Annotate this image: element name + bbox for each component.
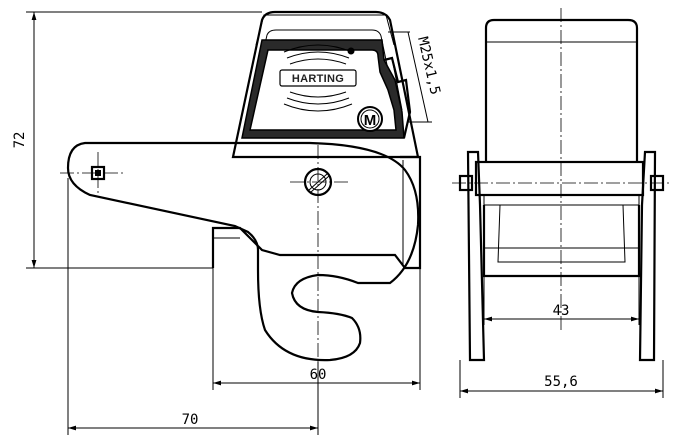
dim-70-label: 70 — [182, 412, 199, 428]
front-crossbar-lower — [483, 194, 640, 206]
lever-pin-center — [95, 170, 101, 176]
indicator-dot — [347, 47, 355, 55]
harting-logo: HARTING — [279, 44, 357, 112]
logo-arc-bottom-2 — [286, 97, 350, 105]
logo-text-box — [279, 69, 357, 87]
locking-lever — [66, 141, 420, 362]
m-badge-letter: M — [364, 112, 377, 129]
front-view — [452, 8, 672, 362]
front-right-lever — [638, 150, 657, 362]
cable-gland-edge — [391, 57, 403, 111]
logo-arc-bottom-1 — [289, 91, 347, 98]
housing-base — [211, 155, 422, 270]
dim-60: 60 — [212, 268, 421, 390]
logo-arc-top-3 — [289, 58, 347, 65]
hood-top-band — [255, 14, 395, 46]
brand-logo-text: HARTING — [292, 73, 344, 85]
side-view: HARTING M — [60, 10, 422, 362]
front-lower-housing — [482, 205, 641, 278]
hood-inner-panel — [243, 29, 403, 138]
logo-arc-top-1 — [283, 44, 353, 53]
thread-dim-line — [407, 31, 429, 123]
dim-70: 70 — [67, 178, 319, 435]
logo-arc-bottom-3 — [283, 103, 353, 112]
dim-72-label: 72 — [12, 132, 28, 149]
dim-55-6: 55,6 — [459, 360, 664, 398]
dim-72: 72 — [12, 11, 262, 269]
thread-size-label: M25x1,5 — [414, 35, 443, 96]
dim-55-6-label: 55,6 — [544, 374, 578, 390]
logo-arc-top-2 — [286, 51, 350, 59]
pivot-screw-slot-2 — [310, 175, 330, 193]
dim-43-label: 43 — [553, 303, 570, 319]
cable-gland-steps — [383, 56, 412, 139]
dim-43: 43 — [483, 276, 640, 325]
m-badge — [357, 106, 383, 132]
m-badge-inner — [360, 109, 380, 129]
front-left-lever — [466, 150, 486, 362]
front-hood — [484, 18, 639, 162]
front-lower-insert — [497, 204, 626, 263]
front-crossbar — [474, 160, 645, 197]
